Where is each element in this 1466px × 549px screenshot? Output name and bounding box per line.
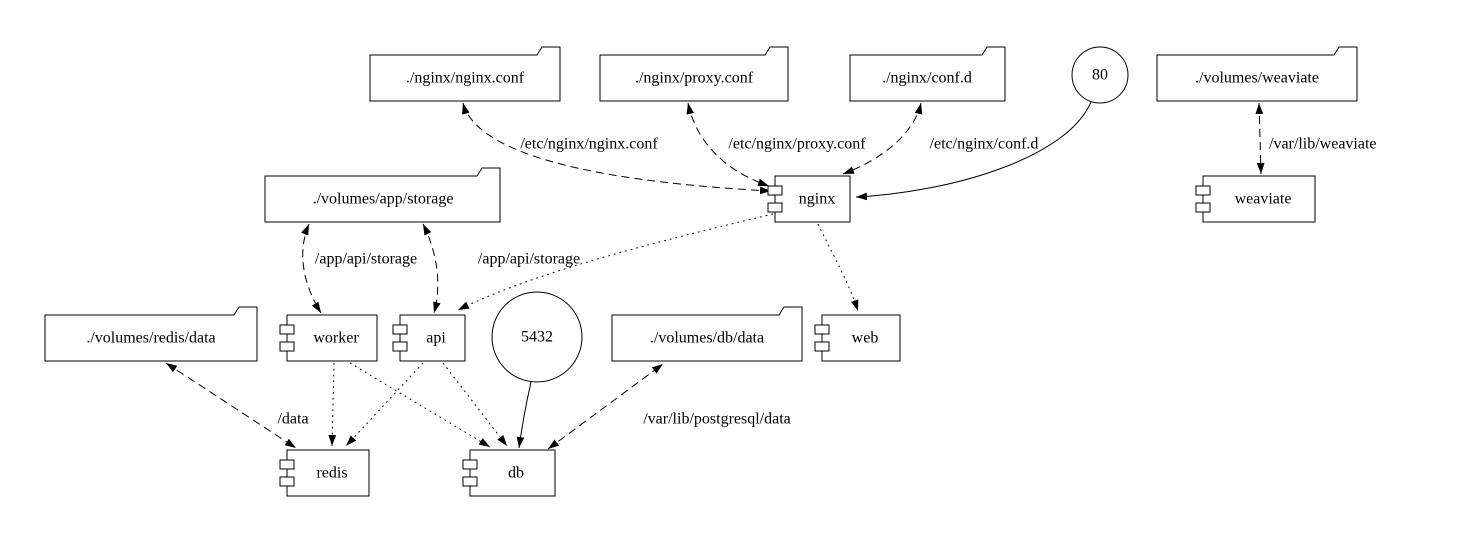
folder-icon [849, 46, 1006, 102]
component-icon [286, 314, 378, 362]
node-label: web [852, 330, 879, 347]
node-service-nginx: nginx [767, 175, 851, 223]
port-circle-icon [491, 291, 583, 383]
component-icon [1202, 175, 1316, 223]
edge-label-etc-nginx-conf: /etc/nginx/nginx.conf [520, 136, 658, 153]
folder-icon [1156, 46, 1358, 102]
node-label: ./nginx/nginx.conf [406, 70, 525, 87]
folder-icon [369, 46, 561, 102]
node-volumes-app-storage-folder: ./volumes/app/storage [264, 167, 501, 223]
node-port-80: 80 [1071, 46, 1129, 104]
edge-port80-nginx [855, 101, 1092, 201]
node-label: ./volumes/db/data [650, 330, 764, 347]
edge-api-app-storage [422, 223, 441, 314]
edge-port5432-db [516, 381, 532, 449]
component-icon [399, 314, 466, 362]
component-tab-icon [279, 476, 295, 487]
node-label: nginx [799, 191, 835, 208]
node-service-worker: worker [279, 314, 378, 362]
edge-db-db-data [547, 363, 664, 450]
component-tab-icon [279, 341, 295, 352]
edge-worker-db [349, 362, 491, 448]
component-tab-icon [1195, 185, 1211, 196]
node-service-web: web [814, 314, 901, 362]
component-tab-icon [462, 459, 478, 470]
component-tab-icon [767, 202, 783, 213]
component-icon [774, 175, 851, 223]
component-icon [469, 449, 556, 497]
folder-icon [611, 306, 803, 362]
port-circle-icon [1071, 46, 1129, 104]
component-icon [286, 449, 370, 497]
node-service-redis: redis [279, 449, 370, 497]
edge-label-etc-conf-d: /etc/nginx/conf.d [930, 136, 1039, 153]
node-service-weaviate: weaviate [1195, 175, 1316, 223]
edge-worker-redis [328, 362, 337, 447]
edge-api-redis [345, 362, 424, 447]
component-tab-icon [279, 324, 295, 335]
node-label: api [426, 330, 446, 347]
component-tab-icon [392, 324, 408, 335]
edge-label-var-lib-weaviate: /var/lib/weaviate [1269, 136, 1377, 153]
edge-nginx-web [817, 223, 859, 312]
edge-nginx-conf-d [842, 102, 923, 175]
component-tab-icon [814, 324, 830, 335]
edges [165, 101, 1265, 450]
node-volumes-redis-data-folder: ./volumes/redis/data [44, 306, 258, 362]
edge-nginx-nginx-conf [462, 102, 772, 195]
component-tab-icon [767, 185, 783, 196]
component-tab-icon [392, 341, 408, 352]
node-port-5432: 5432 [491, 291, 583, 383]
node-conf-d-folder: ./nginx/conf.d [849, 46, 1006, 102]
node-label: db [508, 465, 524, 482]
component-tab-icon [1195, 202, 1211, 213]
node-label: 80 [1092, 67, 1108, 84]
node-volumes-weaviate-folder: ./volumes/weaviate [1156, 46, 1358, 102]
edge-api-db [442, 362, 508, 447]
node-nginx-conf-folder: ./nginx/nginx.conf [369, 46, 561, 102]
node-label: ./volumes/app/storage [313, 191, 454, 208]
node-label: ./nginx/proxy.conf [635, 70, 754, 87]
edge-label-data: /data [277, 411, 308, 428]
edge-weaviate-volume [1255, 102, 1265, 175]
edge-label-postgres-data: /var/lib/postgresql/data [643, 411, 791, 428]
edge-worker-app-storage [301, 223, 322, 314]
node-service-api: api [392, 314, 466, 362]
node-proxy-conf-folder: ./nginx/proxy.conf [599, 46, 789, 102]
node-label: redis [316, 465, 347, 482]
component-tab-icon [814, 341, 830, 352]
edge-label-etc-proxy-conf: /etc/nginx/proxy.conf [728, 136, 866, 153]
node-volumes-db-data-folder: ./volumes/db/data [611, 306, 803, 362]
node-service-db: db [462, 449, 556, 497]
node-label: ./nginx/conf.d [882, 70, 972, 87]
component-tab-icon [279, 459, 295, 470]
folder-icon [599, 46, 789, 102]
edge-labels: /etc/nginx/nginx.conf /etc/nginx/proxy.c… [277, 136, 1376, 428]
component-tab-icon [462, 476, 478, 487]
component-icon [821, 314, 901, 362]
edge-nginx-proxy-conf [686, 102, 770, 187]
node-label: 5432 [521, 329, 553, 346]
node-label: weaviate [1235, 191, 1292, 208]
node-label: ./volumes/redis/data [86, 330, 215, 347]
nodes: ./nginx/nginx.conf ./nginx/proxy.conf ./… [44, 46, 1358, 497]
folder-icon [44, 306, 258, 362]
edge-redis-redis-data [165, 362, 297, 449]
edge-label-app-storage-api: /app/api/storage [478, 251, 580, 268]
edge-label-app-storage-worker: /app/api/storage [315, 251, 417, 268]
node-label: worker [313, 330, 359, 347]
folder-icon [264, 167, 501, 223]
node-label: ./volumes/weaviate [1195, 70, 1319, 87]
edge-nginx-api [457, 213, 774, 311]
